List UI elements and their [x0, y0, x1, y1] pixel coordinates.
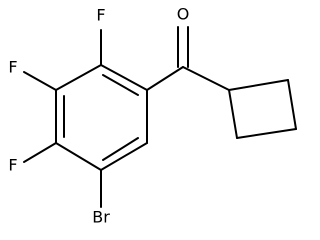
molecule-canvas: O F F F Br	[8, 4, 297, 227]
bond-c5-f-left-lower	[23, 142, 57, 163]
ring-bond-c1-c2	[100, 64, 148, 91]
carbonyl-bond-cyclobutyl	[182, 66, 230, 91]
cyclobutane-bond-4	[228, 89, 238, 139]
cyclobutane-bond-2	[287, 79, 297, 130]
oxygen-label: O	[177, 5, 190, 24]
fluorine-top-label: F	[96, 6, 105, 25]
ring-bond-c3-c4	[100, 142, 148, 171]
aromatic-double-bond-2	[102, 137, 139, 161]
ring-bond-c6-c1	[55, 64, 102, 91]
ring-bond-c4-c5	[55, 142, 102, 171]
carbonyl-bond-ring	[146, 66, 184, 91]
cyclobutane-bond-3	[236, 128, 297, 139]
fluorine-left-upper-label: F	[8, 58, 17, 77]
molecule-drawing: O F F F Br	[8, 4, 297, 227]
bromine-label: Br	[92, 208, 110, 227]
aromatic-double-bond-1	[102, 74, 139, 96]
bond-c6-f-left-upper	[23, 71, 57, 91]
fluorine-left-lower-label: F	[8, 156, 17, 175]
cyclobutane-bond-1	[228, 79, 289, 91]
